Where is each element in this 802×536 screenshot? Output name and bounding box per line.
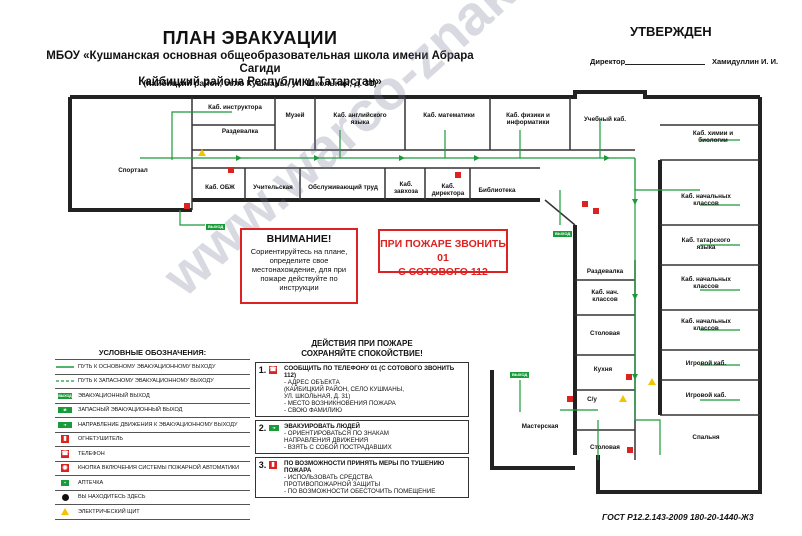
phone-icon: ☎ xyxy=(269,366,277,374)
legend-alarm-button: ◉ КНОПКА ВКЛЮЧЕНИЯ СИСТЕМЫ ПОЖАРНОЙ АВТО… xyxy=(55,460,250,476)
first-aid-icon: + xyxy=(61,479,69,486)
electric-panel-icon xyxy=(619,395,627,402)
legend-electric-panel: ЭЛЕКТРИЧЕСКИЙ ЩИТ xyxy=(55,504,250,520)
actions-title: ДЕЙСТВИЯ ПРИ ПОЖАРЕ СОХРАНЯЙТЕ СПОКОЙСТВ… xyxy=(301,339,423,358)
reserve-exit-icon: ⇄ xyxy=(58,407,72,414)
extinguisher-icon xyxy=(593,208,599,214)
room-tatar: Каб. татарского языка xyxy=(681,237,731,251)
signature-line xyxy=(625,64,705,65)
room-wc: С/у xyxy=(587,396,597,403)
attention-body: Сориентируйтесь на плане, определите сво… xyxy=(250,247,348,292)
electric-panel-icon xyxy=(61,508,69,516)
alarm-button-icon xyxy=(184,203,190,209)
legend-extinguisher: ▮ ОГНЕТУШИТЕЛЬ xyxy=(55,431,250,447)
room-supply: Каб. завхоза xyxy=(393,181,419,195)
room-kitchen: Кухня xyxy=(593,366,613,373)
room-obzh: Каб. ОБЖ xyxy=(205,184,235,191)
room-labor: Обслуживающий труд xyxy=(308,184,378,191)
exit-sign-center: ВЫХОД xyxy=(553,231,573,237)
fire-call-line-1: ПРИ ПОЖАРЕ ЗВОНИТЬ 01 xyxy=(380,238,506,264)
extinguisher-icon xyxy=(626,374,632,380)
action-step-1: 1. ☎ СООБЩИТЬ ПО ТЕЛЕФОНУ 01 (С СОТОВОГО… xyxy=(255,362,469,417)
room-dining-2: Столовая xyxy=(590,444,620,451)
direction-arrows xyxy=(236,155,638,380)
extinguisher-icon: ▮ xyxy=(269,461,277,469)
room-locker-2: Раздевалка xyxy=(586,268,624,275)
exit-sign-west: ВЫХОД xyxy=(206,224,226,230)
room-instructor: Каб. инструктора xyxy=(208,104,262,111)
room-director: Каб. директора xyxy=(431,183,465,197)
gost-reference: ГОСТ Р12.2.143-2009 180-20-1440-Ж3 xyxy=(602,512,754,522)
alarm-button-icon: ◉ xyxy=(61,464,69,473)
room-play-2: Игровой каб. xyxy=(685,392,727,399)
phone-icon: ☎ xyxy=(61,449,69,458)
room-bedroom: Спальня xyxy=(692,434,720,441)
legend-direction: ➔ НАПРАВЛЕНИЕ ДВИЖЕНИЯ К ЭВАКУАЦИОННОМУ … xyxy=(55,417,250,432)
director-label: Директор xyxy=(590,57,626,66)
legend-exit: ВЫХОД ЭВАКУАЦИОННЫЙ ВЫХОД xyxy=(55,388,250,403)
school-address: (Кайбицкий район, село Кушманы, ул. Школ… xyxy=(143,78,377,88)
you-are-here-icon xyxy=(61,493,69,501)
school-line-2: Кайбицкий района Республики Татарстан» xyxy=(138,76,382,88)
extinguisher-icon xyxy=(228,167,234,173)
room-chemistry: Каб. химии и биологии xyxy=(692,130,734,144)
approved-label: УТВЕРЖДЕН xyxy=(630,24,712,39)
extinguisher-icon xyxy=(567,396,573,402)
room-play-1: Игровой каб. xyxy=(685,360,727,367)
room-gym: Спортзал xyxy=(118,167,148,174)
room-primary-2: Каб. начальных классов xyxy=(681,276,731,290)
legend-first-aid: + АПТЕЧКА xyxy=(55,475,250,490)
extinguisher-icon xyxy=(455,172,461,178)
room-math: Каб. математики xyxy=(423,112,475,119)
room-study: Учебный каб. xyxy=(584,116,626,123)
electric-panel-icon xyxy=(648,378,656,385)
plan-title: ПЛАН ЭВАКУАЦИИ xyxy=(162,28,338,48)
room-primary-4: Каб. нач. классов xyxy=(591,289,619,303)
school-name: МБОУ «Кушманская основная общеобразовате… xyxy=(30,50,490,89)
attention-box: ВНИМАНИЕ! Сориентируйтесь на плане, опре… xyxy=(240,228,358,304)
action-step-2: 2. ➔ ЭВАКУИРОВАТЬ ЛЮДЕЙ - ОРИЕНТИРОВАТЬС… xyxy=(255,420,469,454)
exit-arrow-icon: ➔ xyxy=(269,425,279,431)
outer-walls xyxy=(68,90,762,494)
phone-icon xyxy=(582,201,588,207)
legend-reserve-exit: ⇄ ЗАПАСНЫЙ ЭВАКУАЦИОННЫЙ ВЫХОД xyxy=(55,402,250,418)
room-english: Каб. английского языка xyxy=(333,112,387,126)
room-locker: Раздевалка xyxy=(221,128,259,135)
room-primary-1: Каб. начальных классов xyxy=(681,193,731,207)
director-name: Хамидуллин И. И. xyxy=(712,57,779,66)
fire-call-line-2: С СОТОВОГО 112 xyxy=(398,266,488,278)
fire-actions: ДЕЙСТВИЯ ПРИ ПОЖАРЕ СОХРАНЯЙТЕ СПОКОЙСТВ… xyxy=(255,339,469,501)
action-step-3: 3. ▮ ПО ВОЗМОЖНОСТИ ПРИНЯТЬ МЕРЫ ПО ТУШЕ… xyxy=(255,457,469,498)
legend-phone: ☎ ТЕЛЕФОН xyxy=(55,446,250,461)
room-dining: Столовая xyxy=(590,330,620,337)
room-library: Библиотека xyxy=(478,187,516,194)
exit-sign-south: ВЫХОД xyxy=(510,372,530,378)
room-teachers: Учительская xyxy=(253,184,293,191)
legend-main-route: ПУТЬ К ОСНОВНОМУ ЭВАКУАЦИОННОМУ ВЫХОДУ xyxy=(55,359,250,374)
fire-call-box: ПРИ ПОЖАРЕ ЗВОНИТЬ 01 С СОТОВОГО 112 xyxy=(378,229,508,278)
legend: УСЛОВНЫЕ ОБОЗНАЧЕНИЯ: ПУТЬ К ОСНОВНОМУ Э… xyxy=(55,348,250,520)
room-physics: Каб. физики и информатики xyxy=(506,112,550,126)
attention-heading: ВНИМАНИЕ! xyxy=(266,233,332,245)
extinguisher-icon xyxy=(627,447,633,453)
direction-arrow-icon: ➔ xyxy=(58,421,72,428)
legend-you-are-here: ВЫ НАХОДИТЕСЬ ЗДЕСЬ xyxy=(55,489,250,505)
room-workshop: Мастерская xyxy=(521,423,559,430)
extinguisher-icon: ▮ xyxy=(61,435,69,444)
electric-panel-icon xyxy=(198,149,206,156)
room-primary-3: Каб. начальных классов xyxy=(681,318,731,332)
school-line-1: МБОУ «Кушманская основная общеобразовате… xyxy=(46,50,474,75)
legend-title: УСЛОВНЫЕ ОБОЗНАЧЕНИЯ: xyxy=(98,348,207,357)
legend-reserve-route: ПУТЬ К ЗАПАСНОМУ ЭВАКУАЦИОННОМУ ВЫХОДУ xyxy=(55,373,250,389)
room-museum: Музей xyxy=(285,112,305,119)
exit-icon: ВЫХОД xyxy=(58,392,72,399)
